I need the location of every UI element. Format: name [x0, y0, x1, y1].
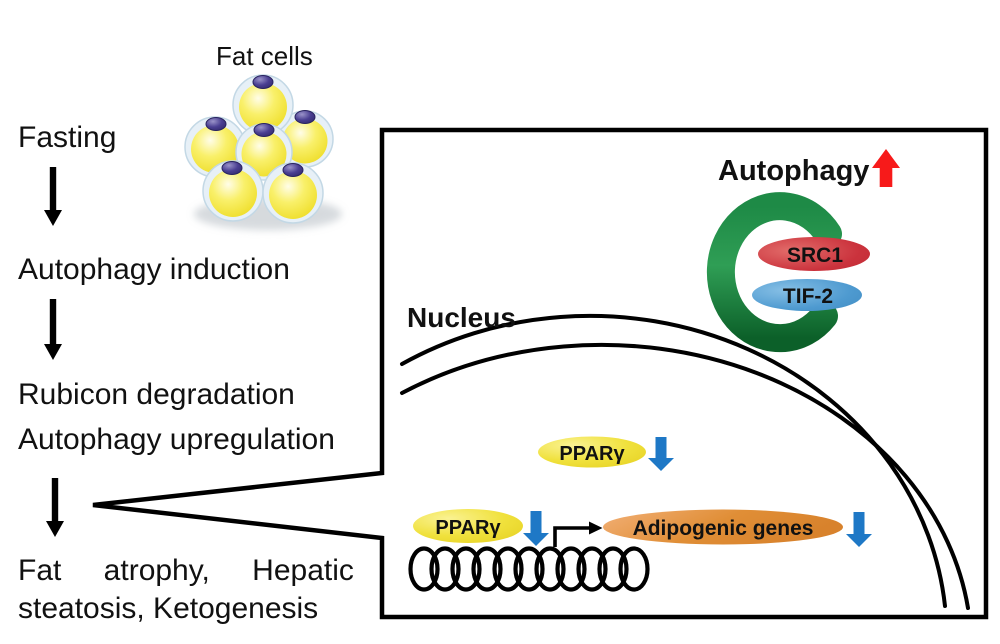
- left-flow-panel: Fat cells: [18, 41, 354, 625]
- pparg-upper-label: PPARγ: [559, 443, 625, 465]
- fat-cell: [232, 74, 294, 136]
- nucleus-label: Nucleus: [407, 302, 516, 333]
- pparg-lower-molecule: PPARγ: [413, 509, 523, 543]
- pparg-lower-oval: [413, 509, 523, 543]
- flow-arrow-icon: [46, 478, 64, 537]
- fat-cells-label: Fat cells: [216, 41, 313, 71]
- pparg-upper-oval: [538, 436, 646, 468]
- flow-step-autophagy-upregulation: Autophagy upregulation: [18, 423, 335, 456]
- tif2-oval: [752, 279, 862, 311]
- tif2-label: TIF-2: [783, 285, 833, 308]
- fat-cell: [262, 162, 324, 224]
- adipogenic-genes-molecule: Adipogenic genes: [603, 509, 843, 545]
- flow-arrow-icon: [44, 299, 62, 360]
- phagophore-icon: [706, 192, 842, 353]
- adipogenic-genes-oval: [603, 509, 843, 545]
- fat-cells-illustration: [184, 74, 342, 230]
- pparg-upper-molecule: PPARγ: [538, 436, 646, 468]
- blue-down-arrow-icon: [523, 511, 549, 546]
- flow-arrow-icon: [44, 167, 62, 226]
- fat-cell: [235, 123, 293, 181]
- flow-step-outcome-line2: steatosis, Ketogenesis: [18, 592, 318, 625]
- pparg-lower-label: PPARγ: [435, 517, 501, 539]
- transcription-arrow-icon: [553, 521, 603, 547]
- src1-label: SRC1: [787, 244, 843, 267]
- flow-step-fasting: Fasting: [18, 121, 116, 154]
- red-up-arrow-icon: [872, 149, 900, 187]
- autophagy-title: Autophagy: [718, 155, 869, 187]
- flow-step-outcome-line1: Fat atrophy, Hepatic: [18, 554, 354, 587]
- adipogenic-genes-label: Adipogenic genes: [633, 517, 814, 540]
- blue-down-arrow-icon: [846, 512, 872, 547]
- src1-oval: [758, 237, 870, 271]
- src1-molecule: SRC1: [758, 237, 870, 271]
- nuclear-envelope: [400, 313, 970, 610]
- nucleus-callout-box: Nucleus Autophagy SRC1 TIF-2 PPARγ PPARγ: [92, 127, 989, 620]
- blue-down-arrow-icon: [648, 437, 674, 471]
- dna-helix-icon: [408, 546, 650, 592]
- flow-step-rubicon-degradation: Rubicon degradation: [18, 378, 295, 411]
- nuclear-envelope-inner-arc: [400, 342, 970, 610]
- tif2-molecule: TIF-2: [752, 279, 862, 311]
- nuclear-envelope-outer-arc: [400, 313, 947, 608]
- fat-cell: [202, 160, 264, 222]
- flow-step-autophagy-induction: Autophagy induction: [18, 253, 290, 286]
